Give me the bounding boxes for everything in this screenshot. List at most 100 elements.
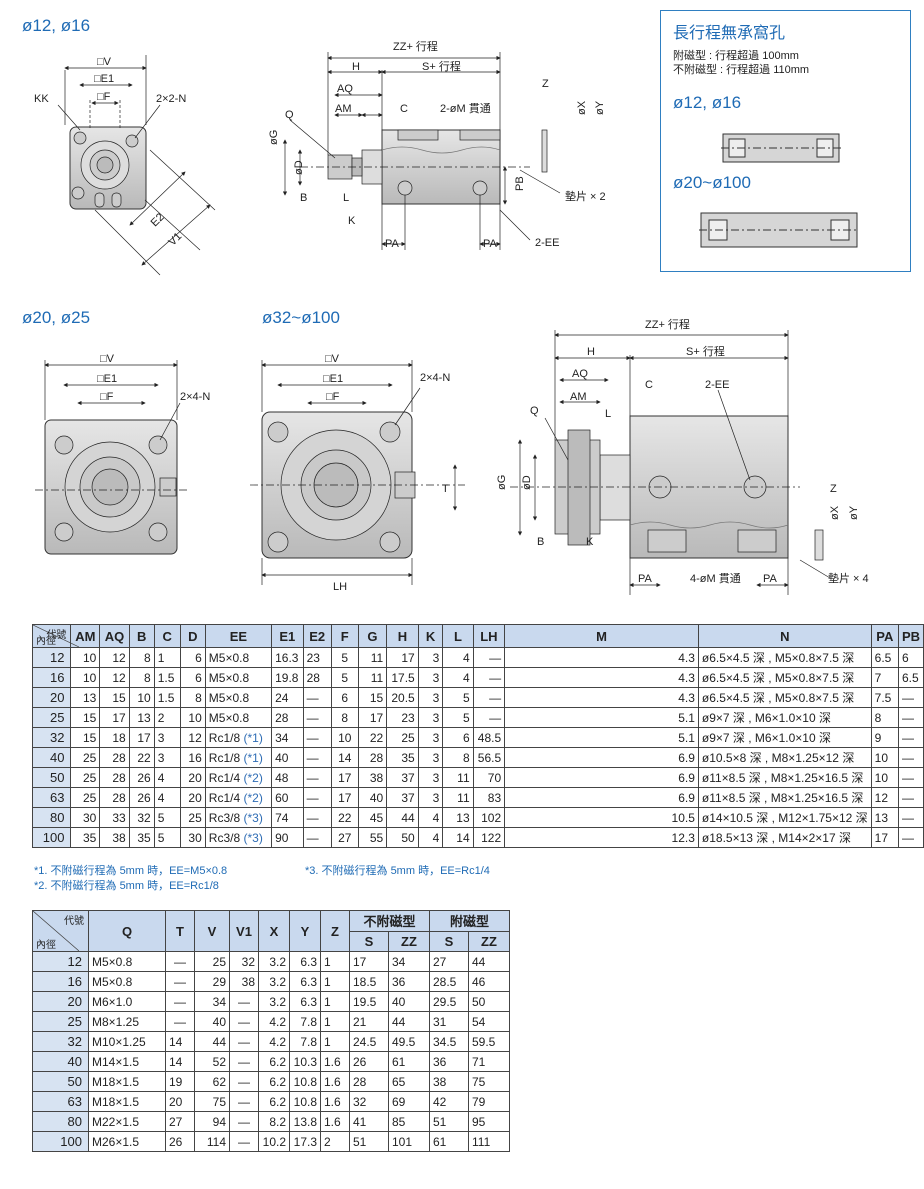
table-cell: 6.2 (258, 1091, 290, 1112)
dim-S-label: S+ 行程 (422, 60, 461, 73)
table2-header-y: Y (289, 910, 321, 952)
table-cell: 17 (870, 827, 899, 848)
dim-K-label-large: K (586, 536, 594, 548)
table-cell: 5 (442, 687, 474, 708)
table-cell: 15 (99, 687, 130, 708)
table-cell: 6.3 (289, 991, 321, 1012)
table2-header-v: V (194, 910, 230, 952)
table-cell: 6 (330, 687, 359, 708)
table2-corner: 代號內徑 (32, 910, 89, 952)
table1-cell-bore: 12 (31, 647, 72, 668)
table-cell: 11 (442, 787, 474, 808)
table-cell: 48 (271, 767, 304, 788)
dim-shim4-label: 墊片 × 4 (828, 571, 869, 585)
table-cell: 75 (468, 1071, 510, 1092)
table-cell: 27 (429, 951, 469, 972)
table-cell: 10.3 (289, 1051, 321, 1072)
ee-value: Rc3/8 (208, 830, 241, 845)
table-cell: 28.5 (429, 971, 469, 992)
table1-header-c: C (153, 624, 181, 648)
table-cell: 19.5 (349, 991, 389, 1012)
table-cell: 34.5 (429, 1031, 469, 1052)
table-cell: 32 (229, 951, 259, 972)
table-cell: 3 (417, 787, 444, 808)
table-cell: 12.3 (504, 827, 699, 848)
note-heading: 長行程無承窩孔 (673, 23, 786, 42)
table-cell: 60 (271, 787, 304, 808)
table-cell: — (897, 747, 924, 768)
dim-C-label-large: C (645, 379, 653, 391)
table-cell: 4 (442, 647, 474, 668)
table2-subheader-zz: ZZ (388, 930, 430, 952)
table2-subheader-s: S (429, 930, 469, 952)
table2-cell-bore: 40 (32, 1051, 89, 1072)
table-cell: 70 (472, 767, 506, 788)
dim-Y-label: øY (594, 100, 606, 115)
table-cell: 36 (388, 971, 430, 992)
table-cell: 6 (897, 647, 924, 668)
table2-cell-bore: 63 (32, 1091, 89, 1112)
table-cell: 1 (320, 991, 350, 1012)
dim-EE-label: 2-EE (535, 237, 559, 249)
table1-cell-ee: M5×0.8 (204, 707, 273, 728)
table1-cell-bore: 20 (31, 687, 72, 708)
table-cell: 13 (70, 687, 101, 708)
table-cell: — (472, 647, 506, 668)
table-cell: M26×1.5 (88, 1131, 166, 1152)
ee-value: M5×0.8 (208, 670, 250, 685)
table-cell: 17 (330, 787, 359, 808)
front-view-large (250, 360, 465, 585)
table1-cell-bore: 63 (31, 787, 72, 808)
note-sub-large: ø20~ø100 (673, 173, 751, 192)
table-cell: 8.2 (258, 1111, 290, 1132)
table-cell: 15 (70, 727, 101, 748)
table-cell: — (302, 807, 332, 828)
dim-KK-label: KK (34, 93, 49, 105)
table1-header-pa: PA (870, 624, 899, 648)
table1-cell-ee: Rc1/8 (*1) (204, 727, 273, 748)
table-cell: 61 (429, 1131, 469, 1152)
table-cell: 6.2 (258, 1051, 290, 1072)
table-cell: 101 (388, 1131, 430, 1152)
table-cell: 22 (357, 727, 388, 748)
table-cell: 31 (429, 1011, 469, 1032)
table-cell: 29.5 (429, 991, 469, 1012)
table1-corner: 代號 內徑 (31, 624, 79, 648)
table1-header-ee: EE (204, 624, 273, 648)
table-cell: 7.8 (289, 1011, 321, 1032)
table-cell: 4 (442, 667, 474, 688)
table-cell: 3 (153, 747, 181, 768)
table-cell: 1.5 (153, 687, 181, 708)
table-cell: 6.5 (870, 647, 899, 668)
table-cell: 8 (330, 707, 359, 728)
table-cell: 34 (388, 951, 430, 972)
table-cell: 28 (302, 667, 332, 688)
table-cell: — (302, 727, 332, 748)
table-cell: 6 (179, 667, 206, 688)
table1-header-k: K (417, 624, 444, 648)
table-cell: 52 (194, 1051, 230, 1072)
table-cell: 8 (128, 667, 155, 688)
dim-M4-label: 4-øM 貫通 (690, 572, 741, 585)
dim-shim2-label: 墊片 × 2 (565, 189, 606, 203)
table-cell: — (302, 787, 332, 808)
side-view-small (282, 52, 561, 250)
dim-AM-label-large: AM (570, 391, 587, 403)
table-cell: 26 (349, 1051, 389, 1072)
table-cell: 20 (165, 1091, 195, 1112)
table-cell: 38 (99, 827, 130, 848)
table-cell: 27 (165, 1111, 195, 1132)
table1-header-l: L (442, 624, 474, 648)
footnote-3: *3. 不附磁行程為 5mm 時，EE=Rc1/4 (305, 865, 490, 877)
table-cell: 50 (468, 991, 510, 1012)
table-cell: — (472, 667, 506, 688)
table2-header-t: T (165, 910, 195, 952)
table-cell: 22 (128, 747, 155, 768)
table1-cell-bore: 16 (31, 667, 72, 688)
table-cell: 23 (386, 707, 419, 728)
